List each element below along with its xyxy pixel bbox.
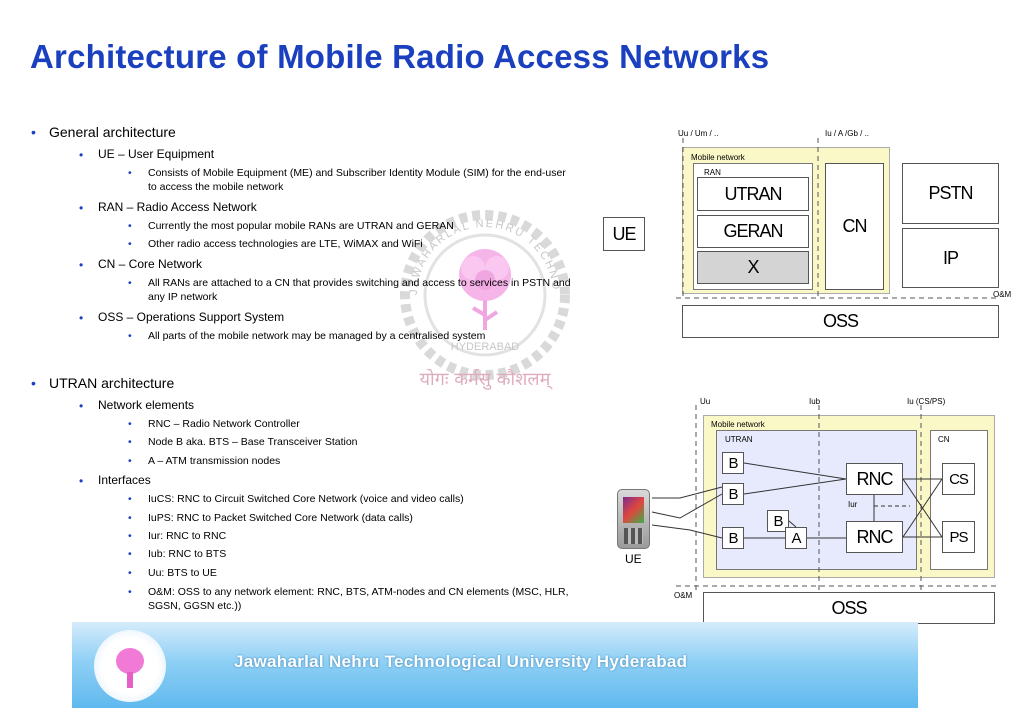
ran-label: RAN – Radio Access Network xyxy=(98,200,257,214)
iu-interface-label: Iu / A /Gb / .. xyxy=(825,129,870,138)
ip-box: IP xyxy=(902,228,999,288)
general-heading: General architecture xyxy=(49,124,176,140)
uu-label: Uu xyxy=(700,397,711,406)
university-seal-watermark: JAWAHARLAL NEHRU TECHNOLOGICAL UNIVERSIT… xyxy=(395,190,570,390)
cs-box: CS xyxy=(942,463,975,495)
cn-label: CN xyxy=(938,435,950,444)
om-label: O&M xyxy=(993,290,1012,299)
mobile-network-label: Mobile network xyxy=(711,420,765,429)
ps-box: PS xyxy=(942,521,975,553)
interface-item: Iur: RNC to RNC xyxy=(148,530,227,542)
element-item: A – ATM transmission nodes xyxy=(148,455,281,467)
element-item: RNC – Radio Network Controller xyxy=(148,418,300,430)
footer-university-name: Jawaharlal Nehru Technological Universit… xyxy=(234,652,688,671)
pstn-box: PSTN xyxy=(902,163,999,224)
mobile-phone-icon xyxy=(617,489,650,549)
interface-item: Uu: BTS to UE xyxy=(148,567,217,579)
interface-item: O&M: OSS to any network element: RNC, BT… xyxy=(148,586,569,612)
rose-icon xyxy=(459,249,511,330)
cn-box: CN xyxy=(825,163,884,290)
interfaces-label: Interfaces xyxy=(98,473,151,487)
interface-item: Iub: RNC to BTS xyxy=(148,548,227,560)
oss-label: OSS – Operations Support System xyxy=(98,310,285,324)
element-item: Node B aka. BTS – Base Transceiver Stati… xyxy=(148,436,358,448)
ue-label: UE – User Equipment xyxy=(98,147,215,161)
mobile-network-label: Mobile network xyxy=(691,153,745,162)
cn-desc: All RANs are attached to a CN that provi… xyxy=(148,277,571,303)
ue-label: UE xyxy=(625,552,642,566)
ran-desc-2: Other radio access technologies are LTE,… xyxy=(148,238,423,250)
ran-label: RAN xyxy=(704,168,721,177)
university-footer-banner: Jawaharlal Nehru Technological Universit… xyxy=(72,622,918,708)
oss-box: OSS xyxy=(682,305,999,338)
iur-label: Iur xyxy=(848,500,858,509)
ran-desc-1: Currently the most popular mobile RANs a… xyxy=(148,220,454,232)
node-b-4: B xyxy=(767,510,789,532)
network-elements-label: Network elements xyxy=(98,398,195,412)
rnc-1: RNC xyxy=(846,463,903,495)
node-b-3: B xyxy=(722,527,744,549)
university-logo-icon xyxy=(94,630,166,702)
utran-box: UTRAN xyxy=(697,177,809,211)
geran-box: GERAN xyxy=(697,215,809,248)
interface-item: IuPS: RNC to Packet Switched Core Networ… xyxy=(148,512,413,524)
oss-desc: All parts of the mobile network may be m… xyxy=(148,330,486,342)
om-label: O&M xyxy=(674,591,693,600)
uu-interface-label: Uu / Um / .. xyxy=(678,129,719,138)
iu-cs-ps-label: Iu (CS/PS) xyxy=(907,397,946,406)
page-title: Architecture of Mobile Radio Access Netw… xyxy=(30,38,770,75)
oss-box: OSS xyxy=(703,592,995,624)
cn-label: CN – Core Network xyxy=(98,257,203,271)
ue-desc: Consists of Mobile Equipment (ME) and Su… xyxy=(148,167,566,193)
ue-box: UE xyxy=(603,217,645,251)
atm-node-a: A xyxy=(785,527,807,549)
utran-heading: UTRAN architecture xyxy=(49,375,175,391)
seal-city: HYDERABAD xyxy=(451,341,520,353)
utran-label: UTRAN xyxy=(725,435,753,444)
iub-label: Iub xyxy=(809,397,821,406)
x-box: X xyxy=(697,251,809,284)
seal-motto: योगः कर्मसु कौशलम् xyxy=(420,368,554,390)
rnc-2: RNC xyxy=(846,521,903,553)
node-b-2: B xyxy=(722,483,744,505)
node-b-1: B xyxy=(722,452,744,474)
interface-item: IuCS: RNC to Circuit Switched Core Netwo… xyxy=(148,493,464,505)
